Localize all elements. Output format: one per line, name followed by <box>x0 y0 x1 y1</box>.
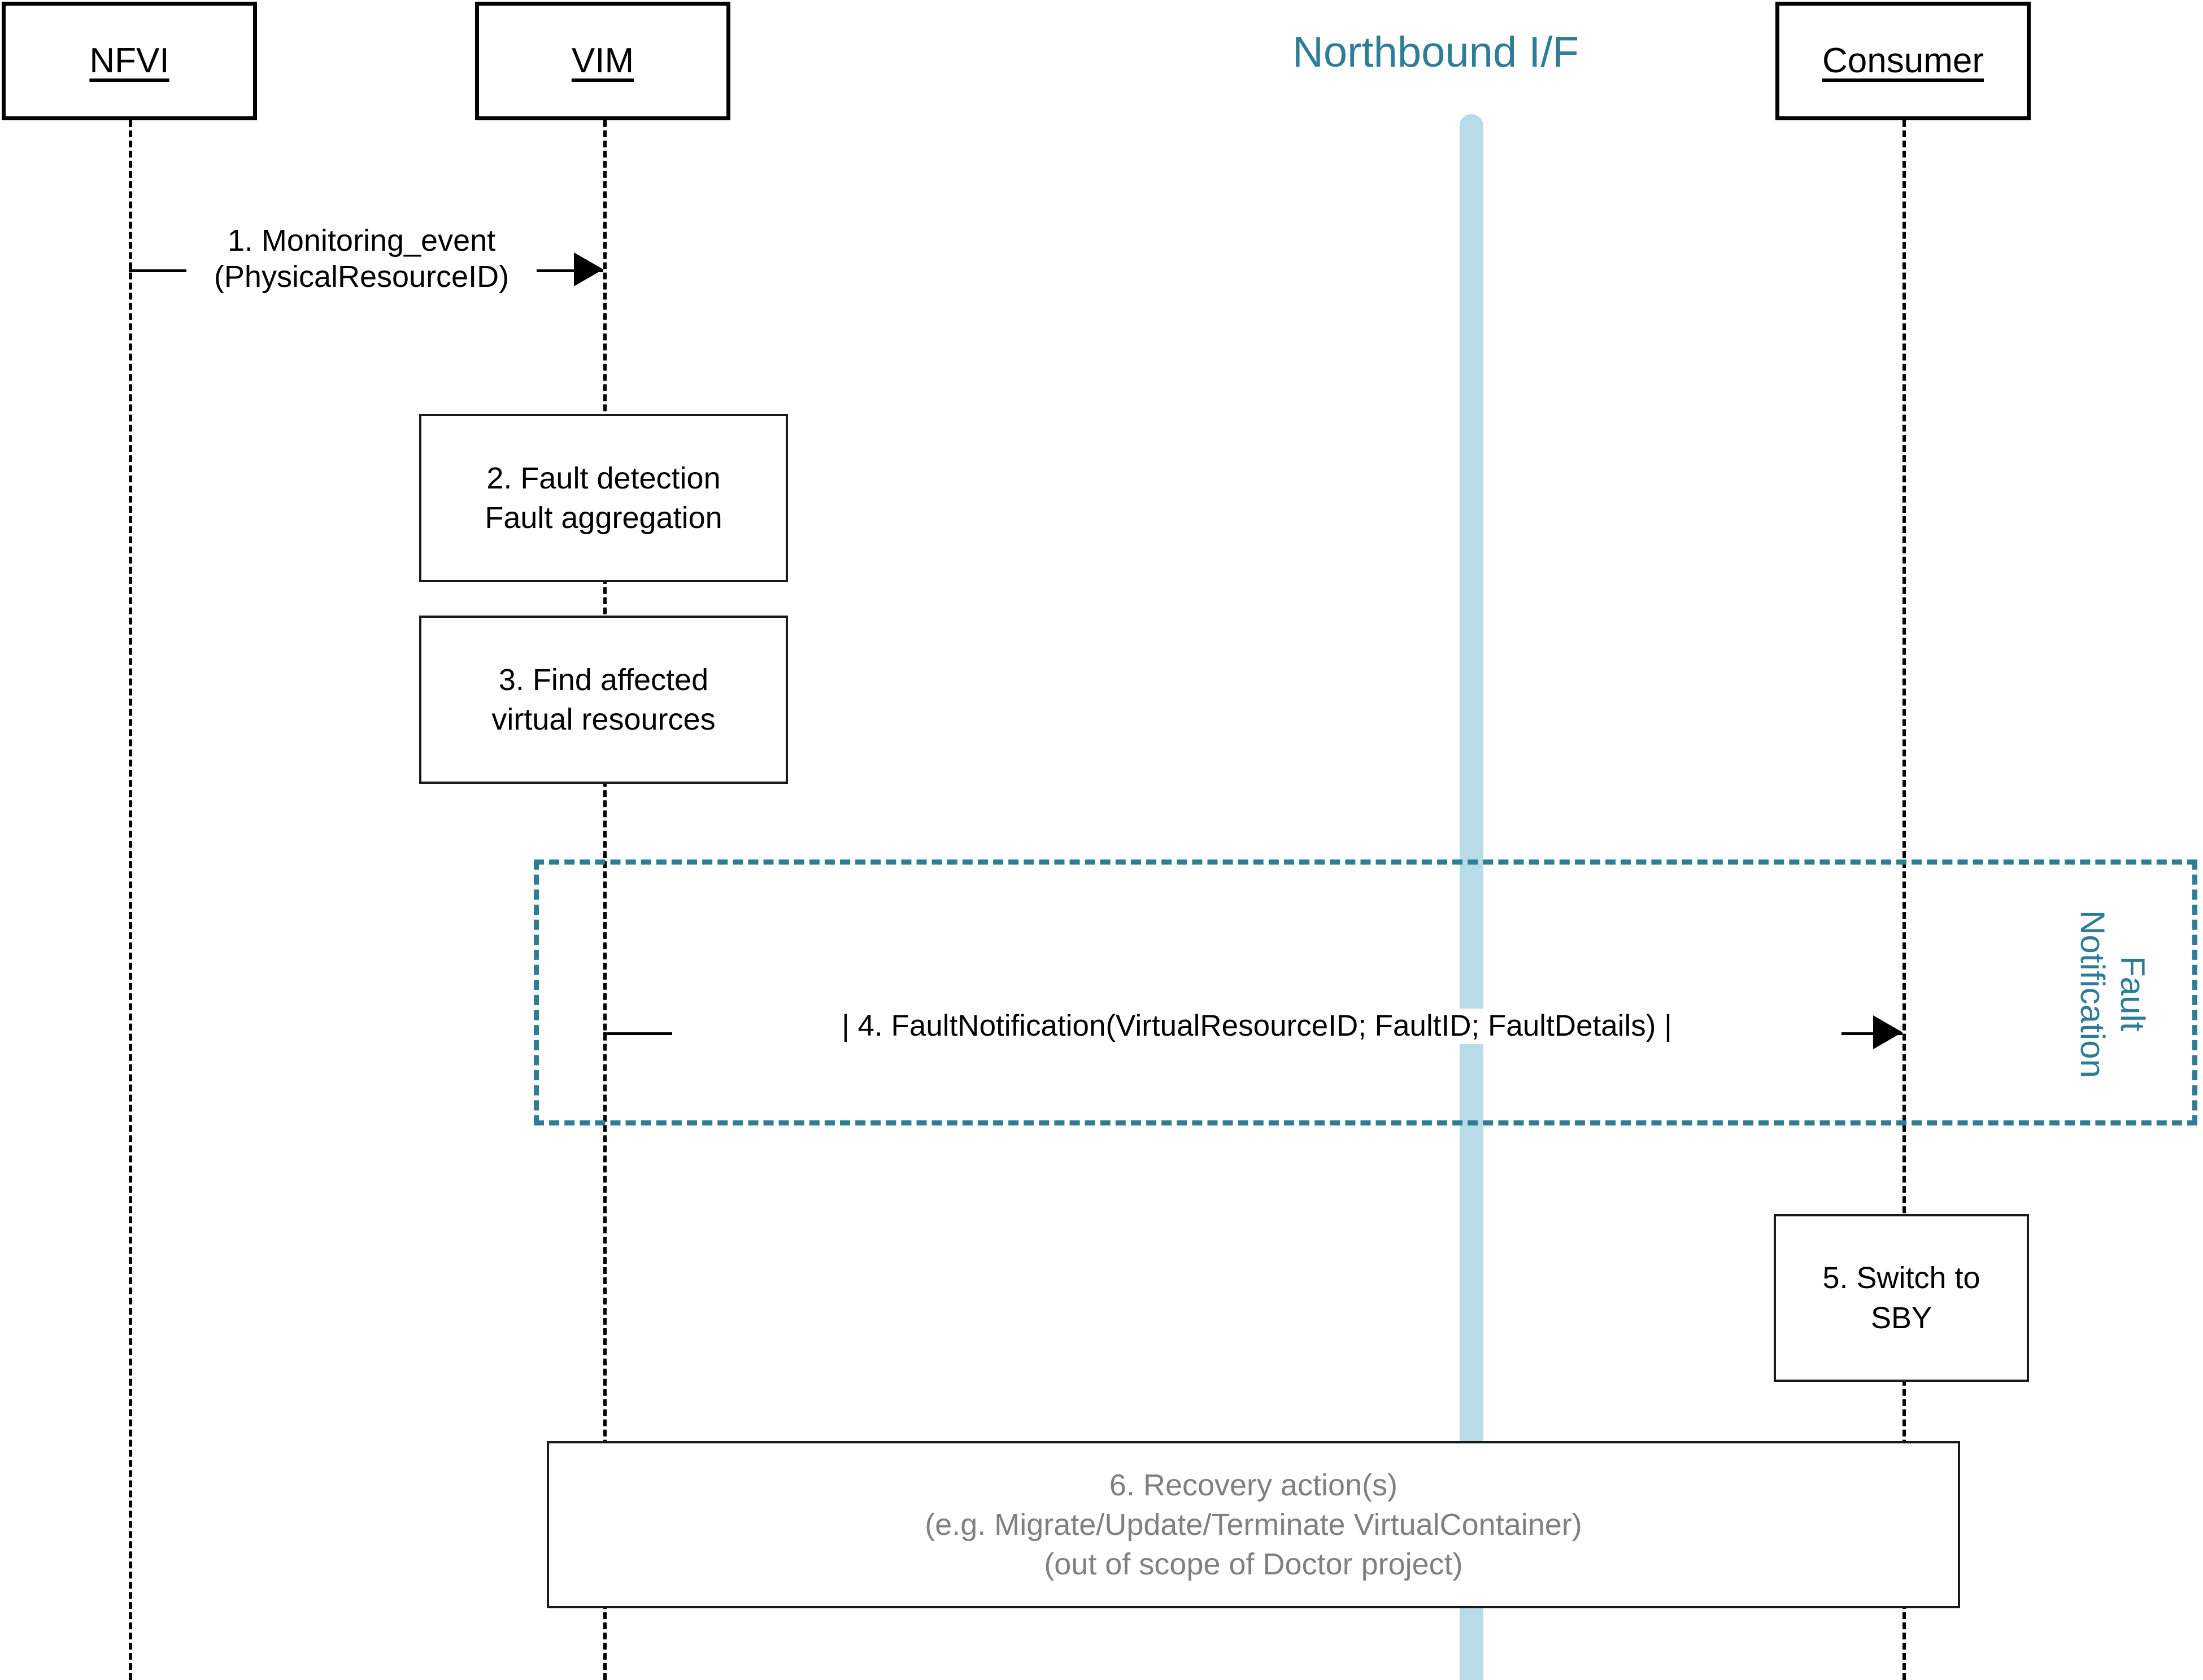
lifeline-nfvi <box>129 120 132 1680</box>
message-1-arrowhead <box>574 252 603 286</box>
message-1-label-line2: (PhysicalResourceID) <box>214 259 510 294</box>
fault-notification-label-line1: Fault <box>2114 956 2152 1032</box>
fault-notification-label-line2: Notification <box>2074 910 2112 1078</box>
message-1-label: 1. Monitoring_event (PhysicalResourceID) <box>186 223 537 295</box>
actor-label-vim: VIM <box>571 41 634 80</box>
northbound-interface-title: Northbound I/F <box>1292 28 1579 76</box>
actor-label-consumer: Consumer <box>1822 41 1984 80</box>
fault-notification-frame-label: Fault Notification <box>2056 898 2152 1090</box>
process-step5-line2: SBY <box>1870 1301 1932 1335</box>
actor-label-nfvi: NFVI <box>89 41 169 80</box>
process-box-step3[interactable]: 3. Find affected virtual resources <box>419 616 788 784</box>
actor-box-nfvi[interactable]: NFVI <box>2 2 257 120</box>
process-step2-line1: 2. Fault detection <box>486 461 721 495</box>
fault-notification-frame <box>534 859 2197 1125</box>
actor-box-consumer[interactable]: Consumer <box>1775 2 2031 120</box>
process-step2-line2: Fault aggregation <box>485 501 722 535</box>
process-step3-line2: virtual resources <box>491 702 716 736</box>
process-step6-line1: 6. Recovery action(s) <box>1109 1468 1398 1502</box>
northbound-interface-bar <box>1460 114 1483 1680</box>
lifeline-consumer <box>1902 120 1906 1680</box>
process-step5-line1: 5. Switch to <box>1822 1261 1980 1295</box>
message-4-arrowhead <box>1873 1015 1902 1049</box>
process-step3-line1: 3. Find affected <box>498 662 709 697</box>
process-box-step5[interactable]: 5. Switch to SBY <box>1774 1214 2029 1382</box>
message-4-label-line1: | 4. FaultNotification(VirtualResourceID… <box>842 1009 1672 1042</box>
message-1-label-line1: 1. Monitoring_event <box>227 224 496 258</box>
process-box-step6[interactable]: 6. Recovery action(s) (e.g. Migrate/Upda… <box>547 1441 1960 1608</box>
process-step6-line2: (e.g. Migrate/Update/Terminate VirtualCo… <box>925 1507 1582 1542</box>
actor-box-vim[interactable]: VIM <box>475 2 730 120</box>
message-4-label: | 4. FaultNotification(VirtualResourceID… <box>672 1009 1841 1044</box>
process-step6-line3: (out of scope of Doctor project) <box>1044 1547 1463 1582</box>
process-box-step2[interactable]: 2. Fault detection Fault aggregation <box>419 414 788 582</box>
lifeline-vim <box>603 120 607 1680</box>
